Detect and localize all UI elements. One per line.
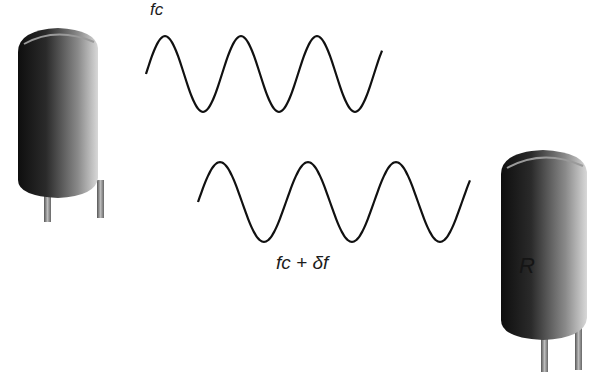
frequency-label: fc + δf: [276, 252, 328, 274]
shifted-wave: [198, 162, 470, 242]
component-body: [501, 150, 587, 340]
component-rim: [507, 157, 583, 168]
component-letter: R: [519, 253, 535, 279]
carrier-wave: [146, 36, 382, 112]
component-body: [18, 28, 98, 198]
left-component: [18, 28, 104, 222]
component-pin: [97, 180, 104, 218]
component-outline: [497, 146, 597, 374]
component-rim: [24, 34, 94, 44]
frequency-label: fc: [150, 0, 163, 20]
receiver-component: R: [497, 146, 597, 374]
